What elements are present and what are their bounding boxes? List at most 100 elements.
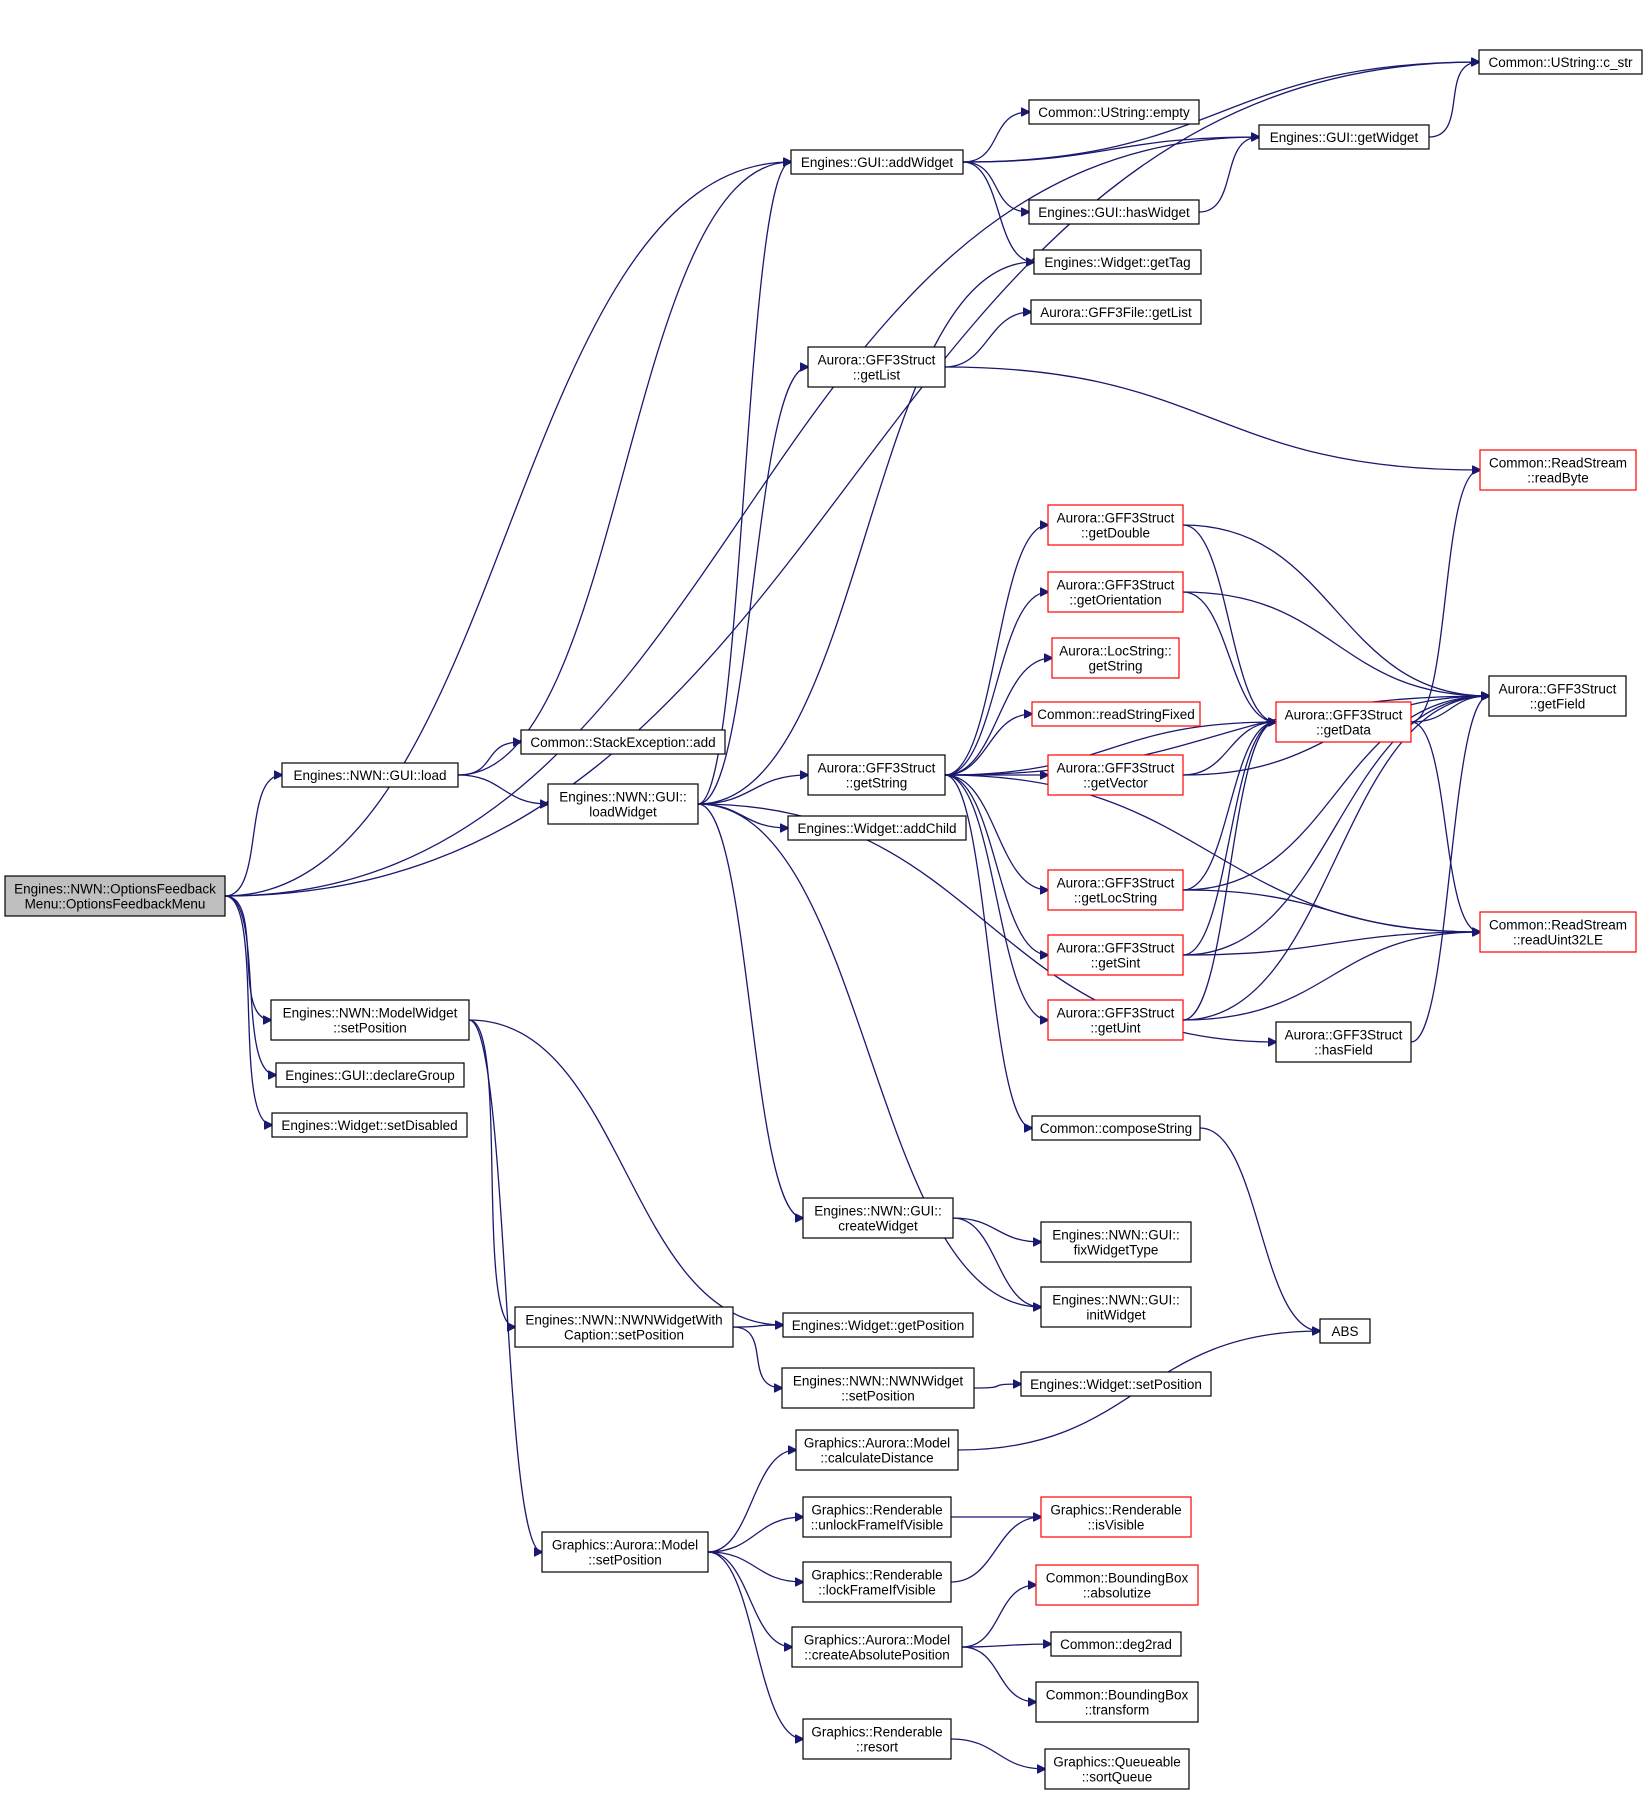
- node-createabspos[interactable]: Graphics::Aurora::Model::createAbsoluteP…: [791, 1626, 963, 1668]
- node-box: [1258, 124, 1430, 150]
- edge-getlocstring-to-getdata: [1182, 722, 1276, 891]
- node-model_setpos[interactable]: Graphics::Aurora::Model::setPosition: [541, 1531, 709, 1573]
- node-label: Aurora::LocString::: [1059, 644, 1172, 659]
- node-getorientation[interactable]: Aurora::GFF3Struct::getOrientation: [1047, 571, 1184, 613]
- node-gff3struct_getlist[interactable]: Aurora::GFF3Struct::getList: [807, 346, 946, 388]
- node-nwnwidget_setpos[interactable]: Engines::NWN::NWNWidget::setPosition: [781, 1367, 975, 1409]
- node-lockframe[interactable]: Graphics::Renderable::lockFrameIfVisible: [802, 1561, 952, 1603]
- edge-path: [944, 525, 1048, 776]
- edge-getdouble-to-getfield: [1182, 524, 1489, 696]
- node-root[interactable]: Engines::NWN::OptionsFeedbackMenu::Optio…: [4, 875, 226, 917]
- node-label: Aurora::GFF3Struct: [818, 353, 936, 368]
- node-box: [1030, 299, 1202, 325]
- edge-nwnwidgetcaption_setpos-to-widget_getpos: [732, 1325, 783, 1327]
- edge-path: [944, 714, 1032, 776]
- node-createwidget[interactable]: Engines::NWN::GUI::createWidget: [802, 1197, 954, 1239]
- edge-path: [961, 1644, 1051, 1647]
- node-bbox_absolutize[interactable]: Common::BoundingBox::absolutize: [1035, 1564, 1199, 1606]
- node-label: ::hasField: [1314, 1043, 1373, 1058]
- edge-gui_addwidget-to-ustring_empty: [962, 112, 1029, 163]
- edge-createabspos-to-deg2rad: [961, 1644, 1051, 1647]
- node-queueable_sortqueue[interactable]: Graphics::Queueable::sortQueue: [1044, 1748, 1190, 1790]
- node-box: [541, 1531, 709, 1573]
- node-declaregroup[interactable]: Engines::GUI::declareGroup: [275, 1062, 465, 1088]
- node-widget_gettag[interactable]: Engines::Widget::getTag: [1033, 249, 1202, 275]
- node-locstring_getstring[interactable]: Aurora::LocString::getString: [1051, 637, 1180, 679]
- node-abs[interactable]: ABS: [1319, 1318, 1371, 1344]
- node-bbox_transform[interactable]: Common::BoundingBox::transform: [1035, 1681, 1199, 1723]
- node-label: fixWidgetType: [1074, 1243, 1159, 1258]
- node-readuint32le[interactable]: Common::ReadStream::readUint32LE: [1479, 911, 1637, 953]
- node-modelwidget_setpos[interactable]: Engines::NWN::ModelWidget::setPosition: [270, 999, 470, 1041]
- edge-getsint-to-getfield: [1182, 696, 1489, 956]
- node-box: [270, 999, 470, 1041]
- node-loadwidget[interactable]: Engines::NWN::GUI::loadWidget: [547, 783, 699, 825]
- edge-createabspos-to-bbox_transform: [961, 1646, 1036, 1702]
- node-readbyte[interactable]: Common::ReadStream::readByte: [1479, 449, 1637, 491]
- node-box: [795, 1429, 959, 1471]
- edge-path: [697, 162, 791, 805]
- edge-renderable_resort-to-queueable_sortqueue: [950, 1738, 1045, 1769]
- node-renderable_resort[interactable]: Graphics::Renderable::resort: [802, 1718, 952, 1760]
- node-composestring[interactable]: Common::composeString: [1031, 1115, 1201, 1141]
- edge-path: [950, 1738, 1045, 1769]
- node-nwnwidgetcaption_setpos[interactable]: Engines::NWN::NWNWidgetWithCaption::setP…: [514, 1306, 734, 1348]
- node-widget_addchild[interactable]: Engines::Widget::addChild: [787, 815, 967, 841]
- node-setdisabled[interactable]: Engines::Widget::setDisabled: [271, 1112, 468, 1138]
- node-nwngui_load[interactable]: Engines::NWN::GUI::load: [281, 762, 459, 788]
- node-fixwidgettype[interactable]: Engines::NWN::GUI::fixWidgetType: [1040, 1221, 1192, 1263]
- edge-path: [1182, 889, 1480, 932]
- node-widget_setpos[interactable]: Engines::Widget::setPosition: [1020, 1371, 1212, 1397]
- node-getdouble[interactable]: Aurora::GFF3Struct::getDouble: [1047, 504, 1184, 546]
- node-widget_getpos[interactable]: Engines::Widget::getPosition: [782, 1312, 974, 1338]
- node-initwidget[interactable]: Engines::NWN::GUI::initWidget: [1040, 1286, 1192, 1328]
- node-gui_addwidget[interactable]: Engines::GUI::addWidget: [790, 149, 964, 175]
- node-getstring[interactable]: Aurora::GFF3Struct::getString: [807, 754, 946, 796]
- node-box: [1047, 934, 1184, 976]
- edge-root-to-nwngui_load: [224, 775, 282, 897]
- node-box: [4, 875, 226, 917]
- edge-path: [1182, 932, 1480, 1021]
- edge-path: [707, 1551, 792, 1647]
- node-gui_haswidget[interactable]: Engines::GUI::hasWidget: [1028, 199, 1200, 225]
- node-label: Common::BoundingBox: [1046, 1571, 1189, 1586]
- node-label: Aurora::GFF3Struct: [1499, 682, 1617, 697]
- edge-path: [961, 1646, 1036, 1702]
- node-getuint[interactable]: Aurora::GFF3Struct::getUint: [1047, 999, 1184, 1041]
- node-getvector[interactable]: Aurora::GFF3Struct::getVector: [1047, 754, 1184, 796]
- node-gui_getwidget[interactable]: Engines::GUI::getWidget: [1258, 124, 1430, 150]
- node-getlocstring[interactable]: Aurora::GFF3Struct::getLocString: [1047, 869, 1184, 911]
- node-ustring_empty[interactable]: Common::UString::empty: [1028, 99, 1200, 125]
- edge-path: [944, 658, 1052, 776]
- node-hasfield[interactable]: Aurora::GFF3Struct::hasField: [1275, 1021, 1412, 1063]
- node-box: [781, 1367, 975, 1409]
- edge-getsint-to-readuint32le: [1182, 932, 1480, 956]
- edge-model_setpos-to-model_calcdist: [707, 1450, 796, 1553]
- node-label: ::createAbsolutePosition: [804, 1648, 950, 1663]
- node-unlockframe[interactable]: Graphics::Renderable::unlockFrameIfVisib…: [802, 1496, 952, 1538]
- node-getdata[interactable]: Aurora::GFF3Struct::getData: [1275, 701, 1412, 743]
- node-box: [1040, 1221, 1192, 1263]
- edge-path: [944, 774, 1048, 890]
- node-isvisible[interactable]: Graphics::Renderable::isVisible: [1040, 1496, 1192, 1538]
- edge-path: [697, 262, 1034, 805]
- node-label: Engines::GUI::hasWidget: [1038, 205, 1190, 220]
- edge-getuint-to-getdata: [1182, 722, 1276, 1021]
- edge-path: [944, 312, 1031, 368]
- node-label: Common::UString::c_str: [1488, 55, 1633, 70]
- node-ustring_cstr[interactable]: Common::UString::c_str: [1478, 49, 1643, 75]
- edge-getdouble-to-getdata: [1182, 524, 1276, 722]
- edge-model_setpos-to-unlockframe: [707, 1517, 803, 1553]
- node-label: Aurora::GFF3Struct: [818, 761, 936, 776]
- edge-loadwidget-to-gff3struct_getlist: [697, 367, 808, 805]
- node-label: Engines::Widget::getPosition: [792, 1318, 965, 1333]
- node-deg2rad[interactable]: Common::deg2rad: [1050, 1631, 1182, 1657]
- node-model_calcdist[interactable]: Graphics::Aurora::Model::calculateDistan…: [795, 1429, 959, 1471]
- node-readstringfixed[interactable]: Common::readStringFixed: [1031, 701, 1201, 727]
- edge-path: [962, 62, 1479, 163]
- node-stackexc_add[interactable]: Common::StackException::add: [520, 729, 726, 755]
- node-getfield[interactable]: Aurora::GFF3Struct::getField: [1488, 675, 1627, 717]
- node-getsint[interactable]: Aurora::GFF3Struct::getSint: [1047, 934, 1184, 976]
- node-label: Aurora::GFF3Struct: [1057, 511, 1175, 526]
- node-gff3file_getlist[interactable]: Aurora::GFF3File::getList: [1030, 299, 1202, 325]
